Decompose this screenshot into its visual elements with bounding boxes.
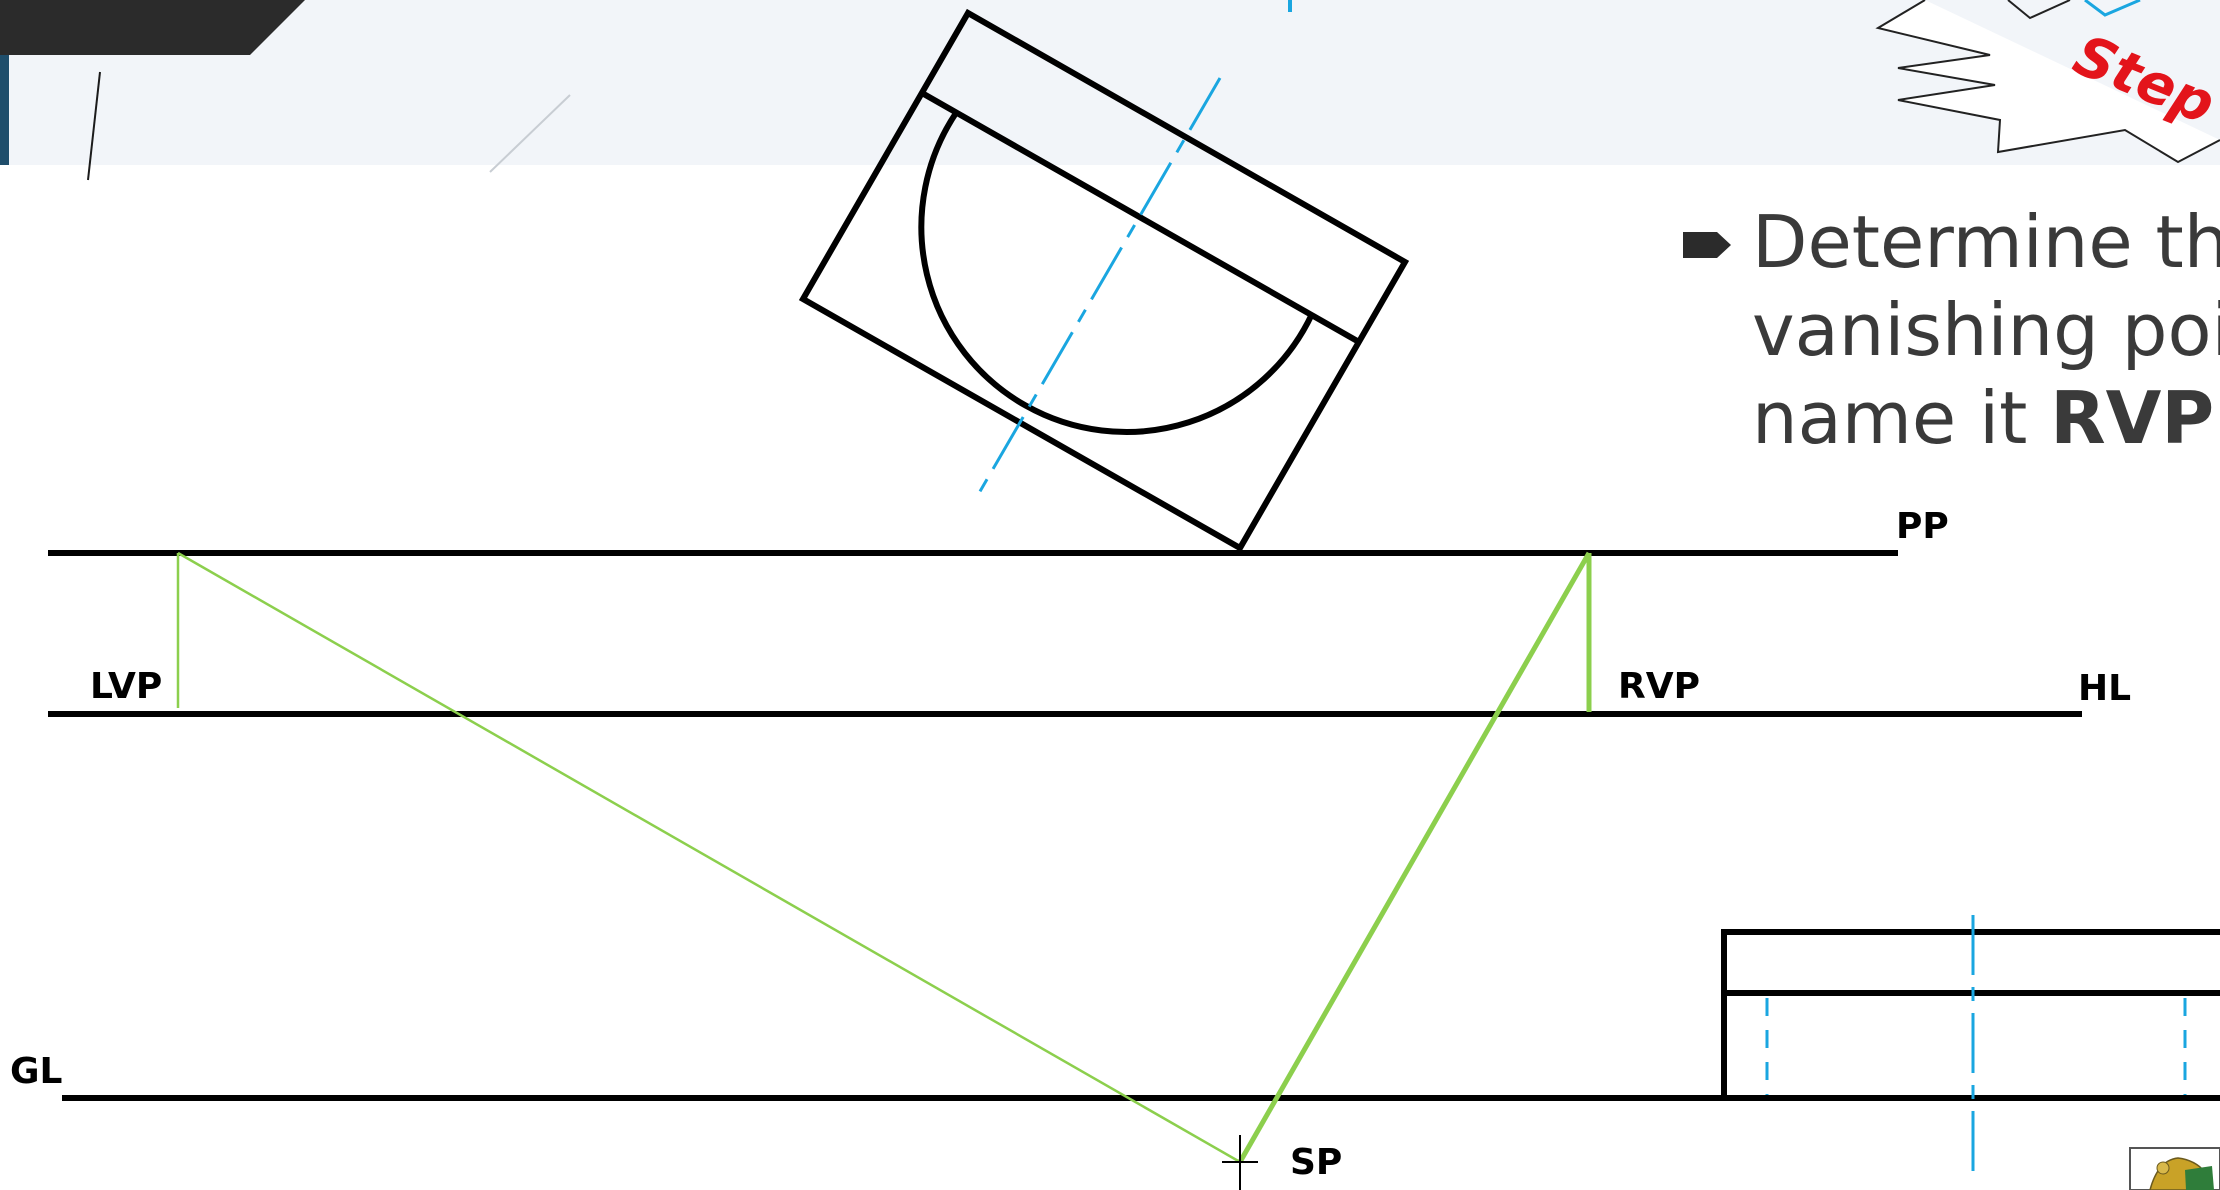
- left-sight-line: [177, 551, 1241, 1164]
- plan-semicircle: [918, 111, 1315, 435]
- school-crest-icon: [2129, 1147, 2220, 1190]
- corner-tab: [0, 0, 305, 55]
- decor-stroke-light: [489, 94, 571, 173]
- plan-view: [798, 8, 1410, 553]
- instruction-line-1: Determine th: [1752, 200, 2220, 284]
- rvp-label: RVP: [1618, 666, 1700, 707]
- corner-edge: [0, 55, 9, 165]
- instruction-line-3: name it RVP.: [1680, 374, 2220, 462]
- sp-label: SP: [1290, 1142, 1342, 1183]
- instruction-text: Determine th vanishing poi name it RVP.: [1680, 198, 2220, 462]
- gl-label: GL: [10, 1051, 63, 1092]
- pp-label: PP: [1896, 506, 1949, 547]
- hl-label: HL: [2078, 668, 2131, 709]
- instruction-rvp-bold: RVP: [2050, 376, 2215, 460]
- header-band: [0, 0, 2220, 165]
- plan-outline: [798, 8, 1410, 553]
- step-burst-blue: [2084, 0, 2141, 17]
- station-point-marker: [1222, 1135, 1258, 1190]
- instruction-line-3-prefix: name it: [1752, 376, 2051, 460]
- step-burst: [1875, 0, 2220, 164]
- lvp-label: LVP: [90, 666, 162, 707]
- step-burst-top: [2007, 0, 2071, 20]
- instruction-line-3-suffix: .: [2214, 376, 2220, 460]
- decor-stroke: [87, 71, 101, 181]
- right-sight-line: [1237, 551, 1592, 1164]
- arrow-bullet-icon: [1683, 232, 1731, 258]
- plan-center-line: [973, 77, 1222, 501]
- instruction-line-2: vanishing poi: [1752, 288, 2220, 372]
- plan-inner-edge: [920, 90, 1361, 345]
